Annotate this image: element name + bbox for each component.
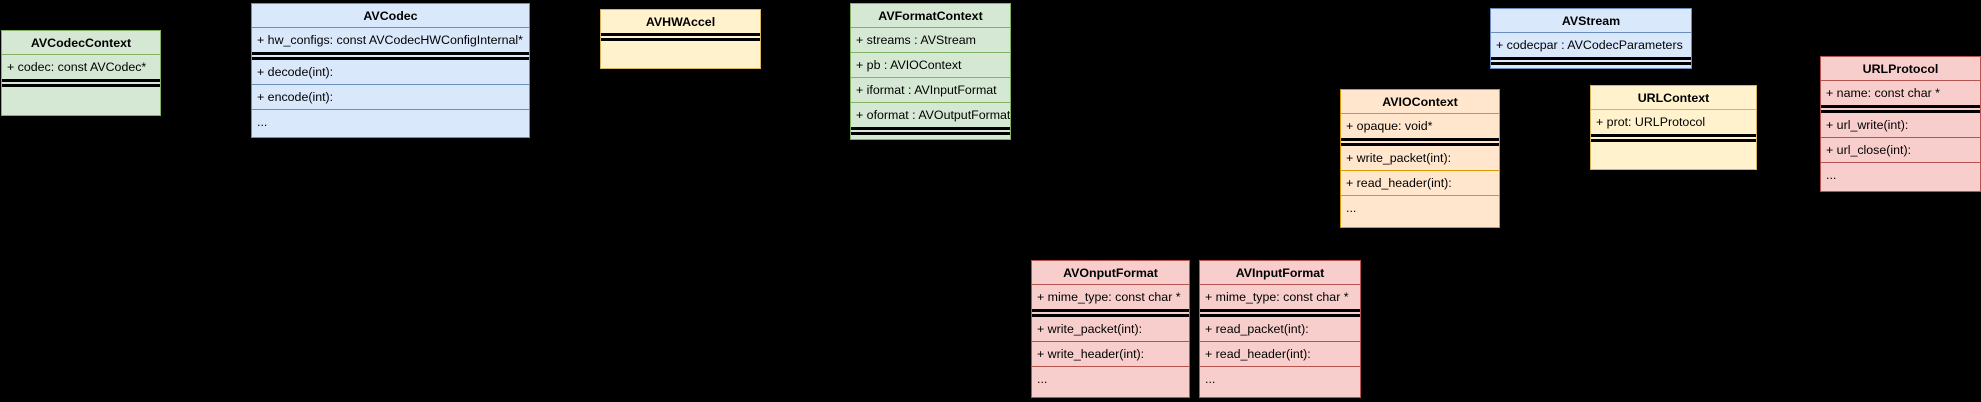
class-title: AVCodecContext: [30, 35, 132, 50]
uml-class-avcodec[interactable]: AVCodec + hw_configs: const AVCodecHWCon…: [251, 3, 530, 138]
attribute-row: + streams : AVStream: [851, 27, 1010, 52]
attributes-methods-divider: [1491, 57, 1691, 65]
class-methods: + decode(int): + encode(int):...: [252, 60, 529, 137]
method-row: ...: [1032, 366, 1189, 391]
method-row: ...: [1821, 162, 1980, 187]
attributes-methods-divider: [252, 52, 529, 60]
method-row: + read_header(int):: [1200, 341, 1360, 366]
uml-class-urlprotocol[interactable]: URLProtocol + name: const char * + url_w…: [1820, 56, 1981, 192]
attribute-row: + name: const char *: [1821, 80, 1980, 105]
class-attributes: + codecpar : AVCodecParameters: [1491, 32, 1691, 57]
class-methods: + url_write(int): + url_close(int):...: [1821, 113, 1980, 191]
class-title: URLProtocol: [1862, 61, 1939, 76]
class-title: AVCodec: [363, 8, 418, 23]
method-row: + read_header(int):: [1341, 170, 1499, 195]
class-attributes: + opaque: void*: [1341, 113, 1499, 138]
class-attributes: + prot: URLProtocol: [1591, 109, 1756, 134]
attributes-methods-divider: [1591, 134, 1756, 142]
uml-class-avformatcontext[interactable]: AVFormatContext + streams : AVStream+ pb…: [850, 3, 1011, 140]
class-methods: + write_packet(int): + write_header(int):…: [1032, 317, 1189, 397]
class-title: AVStream: [1561, 13, 1621, 28]
class-methods: + read_packet(int): + read_header(int):..…: [1200, 317, 1360, 397]
class-methods: + write_packet(int): + read_header(int):.…: [1341, 146, 1499, 227]
attributes-methods-divider: [1200, 309, 1360, 317]
attribute-row: + codecpar : AVCodecParameters: [1491, 32, 1691, 57]
attributes-methods-divider: [601, 33, 760, 41]
method-row: ...: [1200, 366, 1360, 391]
class-attributes: + mime_type: const char *: [1032, 284, 1189, 309]
class-attributes: + name: const char *: [1821, 80, 1980, 105]
uml-class-urlcontext[interactable]: URLContext + prot: URLProtocol: [1590, 85, 1757, 170]
method-row: + url_write(int):: [1826, 118, 1909, 132]
uml-class-avonputformat[interactable]: AVOnputFormat + mime_type: const char * …: [1031, 260, 1190, 398]
uml-class-aviocontext[interactable]: AVIOContext + opaque: void* + write_pack…: [1340, 89, 1500, 228]
attribute-row: + mime_type: const char *: [1032, 284, 1189, 309]
method-row: + url_close(int):: [1821, 137, 1980, 162]
class-methods: [851, 135, 1010, 139]
class-title: AVFormatContext: [878, 8, 983, 23]
attributes-methods-divider: [1341, 138, 1499, 146]
class-methods: [1491, 65, 1691, 68]
method-row: + encode(int):: [252, 84, 529, 109]
method-row: + write_packet(int):: [1037, 322, 1143, 336]
attribute-row: + prot: URLProtocol: [1591, 109, 1756, 134]
attribute-row: + pb : AVIOContext: [851, 52, 1010, 77]
method-row: + read_packet(int):: [1205, 322, 1309, 336]
class-attributes: + codec: const AVCodec*: [2, 54, 160, 79]
attribute-row: + opaque: void*: [1341, 113, 1499, 138]
class-title: URLContext: [1637, 90, 1710, 105]
attribute-row: + oformat : AVOutputFormat: [851, 102, 1010, 127]
attribute-row: + iformat : AVInputFormat: [851, 77, 1010, 102]
method-row: + decode(int):: [257, 65, 334, 79]
class-title: AVInputFormat: [1235, 265, 1325, 280]
class-methods: [601, 41, 760, 68]
attributes-methods-divider: [2, 79, 160, 87]
uml-class-avinputformat[interactable]: AVInputFormat + mime_type: const char * …: [1199, 260, 1361, 398]
method-row: + write_header(int):: [1032, 341, 1189, 366]
class-attributes: + mime_type: const char *: [1200, 284, 1360, 309]
class-title: AVIOContext: [1382, 94, 1458, 109]
attributes-methods-divider: [1032, 309, 1189, 317]
method-row: ...: [252, 109, 529, 134]
uml-class-avstream[interactable]: AVStream + codecpar : AVCodecParameters: [1490, 8, 1692, 69]
uml-class-avcodeccontext[interactable]: AVCodecContext + codec: const AVCodec*: [1, 30, 161, 116]
class-attributes: + hw_configs: const AVCodecHWConfigInter…: [252, 27, 529, 52]
attribute-row: + hw_configs: const AVCodecHWConfigInter…: [252, 27, 529, 52]
class-methods: [2, 87, 160, 115]
class-title: AVOnputFormat: [1063, 265, 1158, 280]
uml-class-avhwaccel[interactable]: AVHWAccel: [600, 9, 761, 69]
class-methods: [1591, 142, 1756, 169]
attribute-row: + mime_type: const char *: [1200, 284, 1360, 309]
class-title: AVHWAccel: [645, 14, 716, 29]
class-attributes: + streams : AVStream+ pb : AVIOContext+ …: [851, 27, 1010, 127]
method-row: + write_packet(int):: [1346, 151, 1452, 165]
attributes-methods-divider: [851, 127, 1010, 135]
attributes-methods-divider: [1821, 105, 1980, 113]
attribute-row: + codec: const AVCodec*: [2, 54, 160, 79]
method-row: ...: [1341, 195, 1499, 220]
